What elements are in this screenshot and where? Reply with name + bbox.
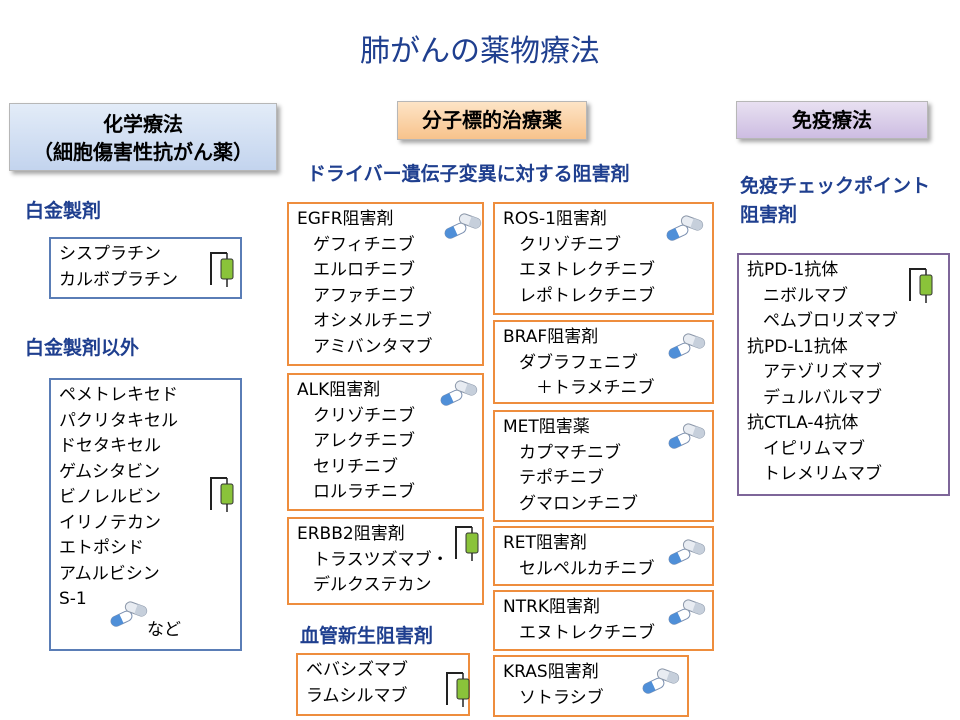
iv-drip-icon xyxy=(907,265,933,305)
drug-item: ニボルマブ xyxy=(763,285,848,306)
drug-item: エヌトレクチニブ xyxy=(519,260,655,280)
non-platinum-box: ペメトレキセド パクリタキセル ドセタキセル ゲムシタビン ビノレルビン イリノ… xyxy=(49,378,242,651)
drug-item: アテゾリズマブ xyxy=(763,362,882,382)
drug-item: エヌトレクチニブ xyxy=(519,622,655,643)
ros1-title: ROS-1阻害剤 xyxy=(503,209,607,229)
iv-drip-icon xyxy=(208,474,234,514)
drug-item: エトポシド xyxy=(59,538,144,558)
drug-item: アムルビシン xyxy=(59,563,160,584)
pill-capsule-icon xyxy=(667,332,707,362)
driver-inhibitor-subtitle: ドライバー遺伝子変異に対する阻害剤 xyxy=(307,163,630,185)
ret-box: RET阻害剤 セルペルカチニブ xyxy=(493,526,714,586)
drug-item: デュルバルマブ xyxy=(763,387,882,408)
pill-capsule-icon xyxy=(667,598,707,628)
chemotherapy-header: 化学療法 （細胞傷害性抗がん薬） xyxy=(9,103,277,171)
iv-drip-icon xyxy=(208,249,234,289)
ntrk-box: NTRK阻害剤 エヌトレクチニブ xyxy=(493,590,714,651)
immunotherapy-header: 免疫療法 xyxy=(736,101,928,139)
ctla4-title: 抗CTLA-4抗体 xyxy=(747,413,859,433)
chemotherapy-header-line2: （細胞傷害性抗がん薬） xyxy=(33,140,253,164)
drug-item: セリチニブ xyxy=(313,456,398,477)
drug-item: ＋トラメチニブ xyxy=(519,378,655,398)
pill-capsule-icon xyxy=(667,422,707,452)
checkpoint-subtitle-line1: 免疫チェックポイント xyxy=(740,175,931,197)
iv-drip-icon xyxy=(453,523,479,563)
angiogenesis-box: ベバシズマブ ラムシルマブ xyxy=(296,653,470,716)
erbb2-title: ERBB2阻害剤 xyxy=(297,524,405,544)
angiogenesis-inhibitor-label: 血管新生阻害剤 xyxy=(300,625,434,647)
drug-item: セルペルカチニブ xyxy=(519,558,655,579)
drug-item: ゲフィチニブ xyxy=(313,234,415,255)
drug-item: オシメルチニブ xyxy=(313,311,432,331)
non-platinum-label: 白金製剤以外 xyxy=(25,337,140,359)
page-title: 肺がんの薬物療法 xyxy=(360,34,600,69)
drug-item: アレクチニブ xyxy=(313,431,415,451)
drug-item: ソトラシブ xyxy=(519,687,604,708)
drug-item: ペムブロリズマブ xyxy=(763,311,898,331)
drug-item: アミバンタマブ xyxy=(313,336,433,357)
egfr-title: EGFR阻害剤 xyxy=(297,209,394,229)
etc-note: など xyxy=(147,620,181,640)
platinum-label: 白金製剤 xyxy=(25,200,102,222)
pdl1-title: 抗PD-L1抗体 xyxy=(747,336,848,357)
kras-title: KRAS阻害剤 xyxy=(503,662,599,682)
drug-item: ゲムシタビン xyxy=(59,461,161,482)
platinum-box: シスプラチン カルボプラチン xyxy=(49,237,242,299)
checkpoint-box: 抗PD-1抗体 ニボルマブ ペムブロリズマブ 抗PD-L1抗体 アテゾリズマブ … xyxy=(737,253,950,496)
targeted-therapy-header: 分子標的治療薬 xyxy=(397,101,587,140)
drug-item: グマロンチニブ xyxy=(519,493,638,514)
checkpoint-subtitle-line2: 阻害剤 xyxy=(740,204,798,226)
egfr-box: EGFR阻害剤 ゲフィチニブ エルロチニブ アファチニブ オシメルチニブ アミバ… xyxy=(287,202,484,366)
drug-item: イリノテカン xyxy=(59,512,161,533)
drug-item: ロルラチニブ xyxy=(313,482,415,502)
pill-capsule-icon xyxy=(665,214,705,244)
drug-item: ベバシズマブ xyxy=(306,660,408,680)
iv-drip-icon xyxy=(444,669,470,709)
braf-box: BRAF阻害剤 ダブラフェニブ ＋トラメチニブ xyxy=(493,320,714,404)
drug-item: エルロチニブ xyxy=(313,260,415,280)
pill-capsule-icon xyxy=(439,379,479,409)
drug-item: S-1 xyxy=(59,589,87,609)
kras-box: KRAS阻害剤 ソトラシブ xyxy=(493,655,689,717)
checkpoint-inhibitor-subtitle: 免疫チェックポイント 阻害剤 xyxy=(740,172,930,230)
erbb2-box: ERBB2阻害剤 トラスツズマブ・ デルクステカン xyxy=(287,517,484,605)
ntrk-title: NTRK阻害剤 xyxy=(503,597,601,617)
ret-title: RET阻害剤 xyxy=(503,533,587,553)
drug-item: アファチニブ xyxy=(313,285,415,306)
pill-capsule-icon xyxy=(641,667,681,697)
drug-item: ビノレルビン xyxy=(59,487,161,507)
drug-item: クリゾチニブ xyxy=(519,234,621,255)
drug-item: デルクステカン xyxy=(313,575,432,595)
drug-item: ドセタキセル xyxy=(59,436,161,456)
braf-title: BRAF阻害剤 xyxy=(503,327,599,347)
drug-item: トラスツズマブ・ xyxy=(313,549,449,570)
drug-item: トレメリムマブ xyxy=(763,464,882,484)
drug-item: ペメトレキセド xyxy=(59,385,178,405)
drug-item: パクリタキセル xyxy=(59,410,178,431)
drug-item: ラムシルマブ xyxy=(306,685,408,706)
drug-item: カルボプラチン xyxy=(59,269,178,290)
drug-item: イピリムマブ xyxy=(763,438,865,459)
alk-title: ALK阻害剤 xyxy=(297,380,381,400)
drug-item: レポトレクチニブ xyxy=(519,285,655,306)
ros1-box: ROS-1阻害剤 クリゾチニブ エヌトレクチニブ レポトレクチニブ xyxy=(493,202,714,315)
drug-item: クリゾチニブ xyxy=(313,405,415,426)
pill-capsule-icon xyxy=(109,600,149,630)
chemotherapy-header-line1: 化学療法 xyxy=(103,112,183,136)
met-title: MET阻害薬 xyxy=(503,417,590,437)
drug-item: カプマチニブ xyxy=(519,442,621,463)
alk-box: ALK阻害剤 クリゾチニブ アレクチニブ セリチニブ ロルラチニブ xyxy=(287,373,484,511)
met-box: MET阻害薬 カプマチニブ テポチニブ グマロンチニブ xyxy=(493,410,714,522)
pd1-title: 抗PD-1抗体 xyxy=(747,260,839,280)
drug-item: ダブラフェニブ xyxy=(519,352,638,373)
drug-item: テポチニブ xyxy=(519,468,604,488)
drug-item: シスプラチン xyxy=(59,244,161,264)
pill-capsule-icon xyxy=(667,538,707,568)
pill-capsule-icon xyxy=(443,212,483,242)
